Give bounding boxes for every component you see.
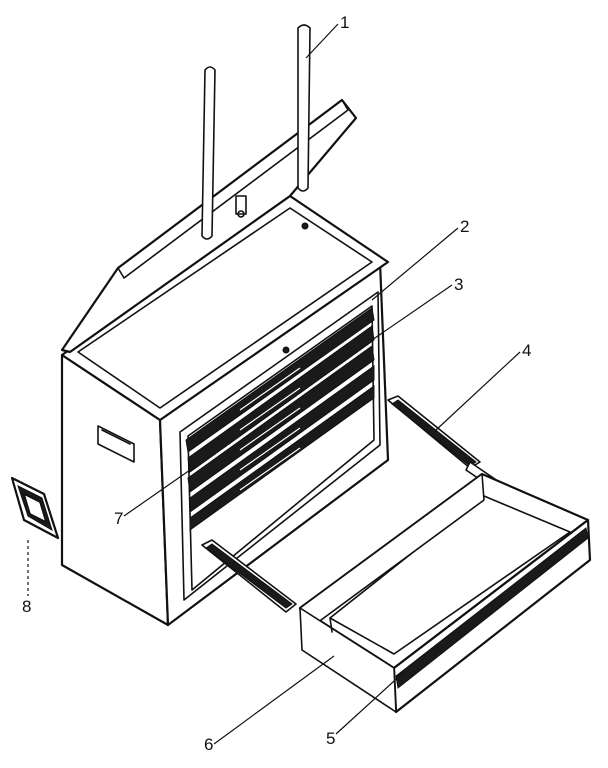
leader-lines [27, 23, 521, 745]
callout-8: 8 [22, 597, 31, 616]
callout-1: 1 [340, 13, 349, 32]
tool-chest-cabinet [60, 194, 390, 627]
side-handle-part [10, 476, 60, 540]
callout-7: 7 [114, 509, 123, 528]
callout-5: 5 [326, 729, 335, 748]
drawer-slide-front [201, 539, 297, 613]
callout-6: 6 [204, 735, 213, 754]
callout-2: 2 [460, 217, 469, 236]
callout-labels: 1 2 3 4 5 6 7 8 [22, 13, 531, 754]
lid-latch [235, 195, 247, 218]
removed-drawer [298, 472, 592, 714]
callout-3: 3 [454, 275, 463, 294]
side-handle-slot [97, 425, 135, 463]
lid-support-stays [201, 24, 311, 240]
callout-4: 4 [522, 341, 531, 360]
drawer-stack [185, 222, 375, 531]
